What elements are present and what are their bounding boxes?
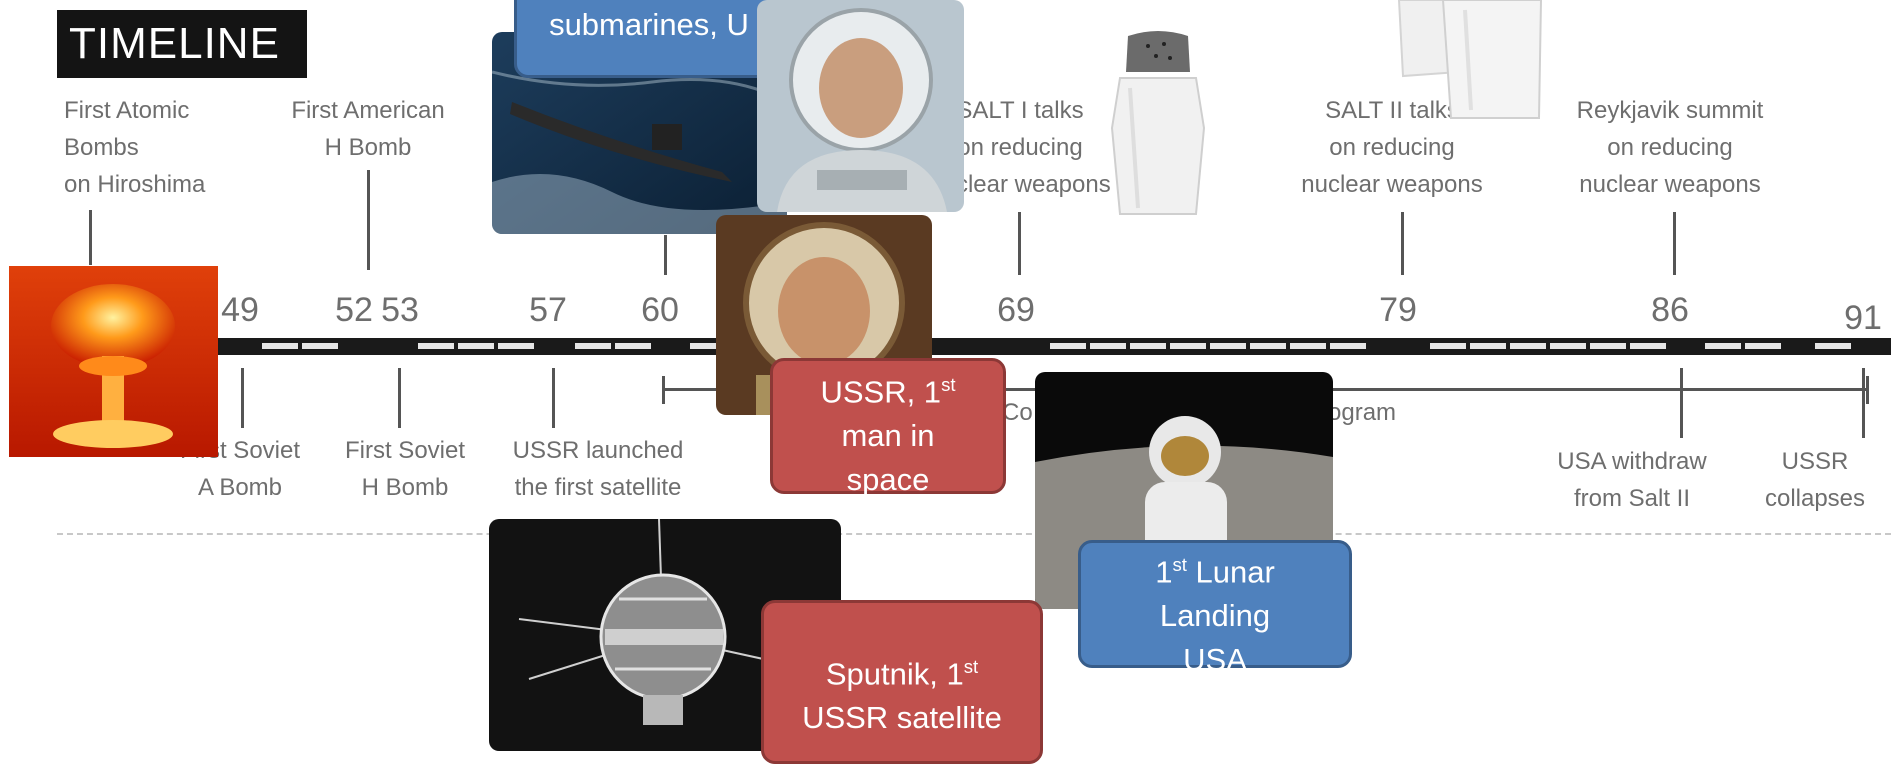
mushroom-cloud-image (9, 266, 218, 457)
sputnik-callout: Sputnik, 1st USSR satellite (761, 600, 1043, 764)
span-cap-right (1866, 376, 1869, 404)
year-86: 86 (1651, 291, 1689, 329)
year-57: 57 (529, 291, 567, 329)
label-salt-2: SALT II talks on reducing nuclear weapon… (1301, 97, 1483, 198)
lunar-line1a: 1 (1155, 554, 1173, 590)
label-ussr-collapses: USSR collapses (1764, 448, 1866, 512)
year-49: 49 (221, 291, 259, 329)
label-first-atomic-bombs: First Atomic Bombs on Hiroshima (64, 97, 206, 198)
tick-1949 (241, 368, 244, 428)
label-program-fragment-right: ogram (1328, 399, 1397, 426)
year-91: 91 (1844, 299, 1882, 337)
lunar-line3: USA (1183, 642, 1247, 678)
tick-1969 (1018, 212, 1021, 275)
tick-1957 (552, 368, 555, 428)
man-in-space-callout: USSR, 1st man in space (770, 358, 1006, 497)
submarines-callout-text: submarines, U (549, 7, 749, 42)
man-in-space-line3: space (846, 462, 930, 498)
timeline-title: TIMELINE (57, 10, 307, 78)
label-reykjavik-summit: Reykjavik summit on reducing nuclear wea… (1576, 97, 1764, 198)
label-first-soviet-h-bomb: First Soviet H Bomb (344, 437, 466, 501)
lunar-line2: Landing (1159, 598, 1271, 634)
label-first-american-h-bomb: First American H Bomb (291, 97, 445, 161)
tick-1952 (367, 170, 370, 270)
man-in-space-line2: man in (841, 418, 935, 454)
timeline-axis (190, 338, 1891, 355)
year-79: 79 (1379, 291, 1417, 329)
separator-line (57, 533, 1891, 535)
tick-1991 (1862, 368, 1865, 438)
year-60: 60 (641, 291, 679, 329)
man-in-space-sup: st (941, 374, 956, 395)
man-in-space-line1: USSR, 1 (820, 374, 942, 410)
tick-1979 (1401, 212, 1404, 275)
lunar-sup: st (1172, 554, 1187, 575)
tick-1953 (398, 368, 401, 428)
span-cap-left (662, 376, 665, 404)
salt-shakers-pair-image (1395, 0, 1545, 122)
lunar-landing-callout: 1st Lunar Landing USA (1078, 540, 1352, 677)
sputnik-sup: st (963, 656, 979, 677)
lunar-line1b: Lunar (1186, 554, 1275, 590)
submarines-callout: submarines, U (514, 0, 784, 78)
astronaut-portrait-image (757, 0, 964, 212)
year-52: 52 (335, 291, 373, 329)
year-69: 69 (997, 291, 1035, 329)
tick-1945 (89, 210, 92, 265)
label-program-fragment-left: Co (1002, 399, 1033, 426)
sputnik-line2: USSR satellite (802, 700, 1002, 736)
tick-1986 (1673, 212, 1676, 275)
label-ussr-launched-satellite: USSR launched the first satellite (512, 437, 684, 501)
sputnik-line1: Sputnik, 1 (825, 656, 964, 692)
year-53: 53 (381, 291, 419, 329)
label-usa-withdraw: USA withdraw from Salt II (1557, 448, 1707, 512)
salt-shaker-image (1108, 28, 1208, 224)
tick-1960 (664, 235, 667, 275)
tick-1986-lower (1680, 368, 1683, 438)
